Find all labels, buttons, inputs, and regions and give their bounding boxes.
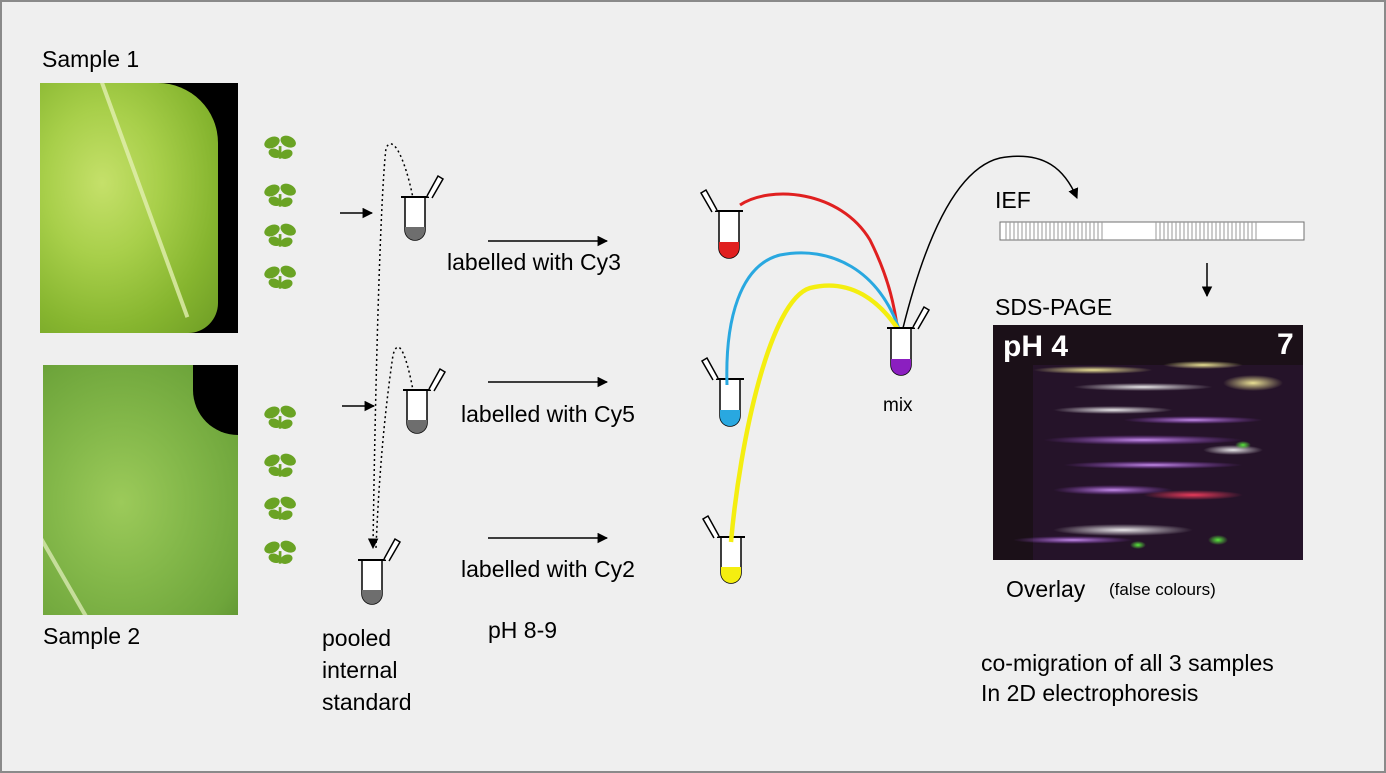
tube-icon [401, 174, 445, 241]
leaf-photo-sample1 [40, 83, 238, 333]
leaf-photo-sample2 [43, 365, 238, 615]
gel-spots [993, 325, 1303, 560]
cy3-transfer-line [739, 192, 900, 333]
gel-overlay-image [993, 325, 1303, 560]
seedling-icon [263, 403, 299, 431]
cy3-label: labelled with Cy3 [447, 249, 621, 275]
cy5-label: labelled with Cy5 [461, 401, 635, 427]
tube-icon [358, 537, 402, 605]
mix-label: mix [883, 395, 913, 416]
overlay-title: Overlay [1006, 576, 1086, 602]
gel-ph-low-label: pH 4 [1003, 330, 1069, 363]
seedling-icon [263, 221, 299, 249]
tube-icon [699, 188, 743, 259]
overlay-note: (false colours) [1109, 580, 1216, 599]
seedling-icon [263, 181, 299, 209]
tube-icon [701, 514, 745, 584]
tube-icon [700, 356, 744, 427]
ief-label: IEF [995, 187, 1031, 213]
cy2-transfer-line [728, 283, 904, 543]
pooled-standard-line2: internal [322, 657, 398, 683]
tube-icon [887, 305, 931, 376]
caption-line1: co-migration of all 3 samples [981, 650, 1274, 676]
arrow-icon [902, 155, 1079, 329]
seedling-icon [263, 133, 299, 161]
ph-label: pH 8-9 [488, 617, 558, 643]
pooled-standard-line3: standard [322, 689, 412, 715]
seedling-icon [263, 451, 299, 479]
seedling-icon [263, 263, 299, 291]
seedling-icon [263, 538, 299, 566]
aliquot-line-sample2 [375, 346, 416, 549]
seedling-icon [263, 494, 299, 522]
sample2-label: Sample 2 [43, 623, 141, 649]
tube-icon [403, 367, 447, 434]
caption-line2: In 2D electrophoresis [981, 680, 1199, 706]
pooled-standard-line1: pooled [322, 625, 392, 651]
sds-page-label: SDS-PAGE [995, 294, 1113, 320]
cy5-transfer-line [725, 251, 902, 386]
sample1-label: Sample 1 [42, 46, 140, 72]
cy2-label: labelled with Cy2 [461, 556, 635, 582]
ief-strip [999, 221, 1305, 241]
gel-ph-high-label: 7 [1277, 328, 1294, 361]
